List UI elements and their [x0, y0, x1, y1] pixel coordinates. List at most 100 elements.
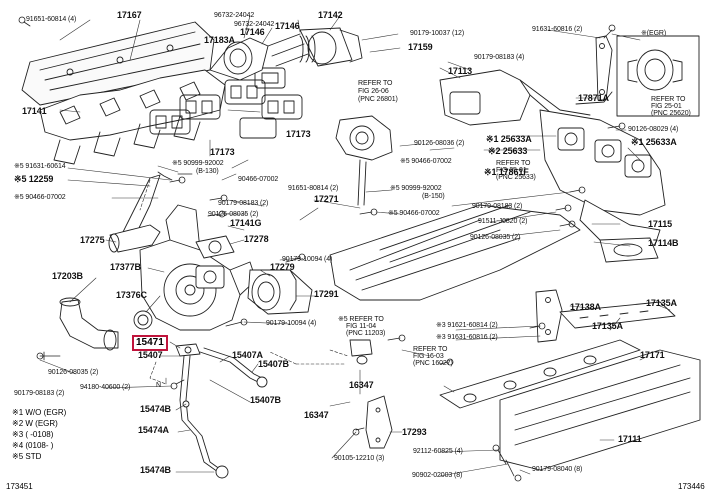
label-refer-25-b[interactable]: FIG 25-01	[651, 103, 682, 110]
label-3-91621-60814[interactable]: ※3 91621-60814 (2)	[436, 322, 498, 329]
label-17146-a[interactable]: 17146	[240, 27, 265, 37]
label-91651-60814[interactable]: 91651-60814 (4)	[26, 16, 77, 23]
label-17111[interactable]: 17111	[618, 434, 642, 444]
label-17278[interactable]: 17278	[244, 234, 269, 244]
label-5-90999-92002-b[interactable]: ※5 90999-92002	[390, 185, 442, 192]
label-b150[interactable]: (B-150)	[422, 193, 445, 200]
label-17113[interactable]: 17113	[448, 66, 473, 76]
label-refer-11-c[interactable]: (PNC 11203)	[346, 330, 386, 337]
legend-item-1: ※1 W/O (EGR)	[12, 408, 67, 417]
label-90126-08035-a[interactable]: 90126-08035 (2)	[208, 211, 259, 218]
label-17115[interactable]: 17115	[648, 219, 673, 229]
label-15407b-b[interactable]: 15407B	[250, 395, 281, 405]
label-5-90466-07002-c[interactable]: ※5 90466-07002	[400, 158, 452, 165]
label-17377b[interactable]: 17377B	[110, 262, 141, 272]
label-15407[interactable]: 15407	[138, 350, 163, 360]
label-17271[interactable]: 17271	[314, 194, 339, 204]
label-17167[interactable]: 17167	[117, 10, 142, 20]
label-90179-08183-4[interactable]: 90179-08183 (4)	[474, 54, 525, 61]
label-17173-a[interactable]: 17173	[286, 129, 311, 139]
highlighted-part-15471[interactable]: 15471	[132, 335, 168, 351]
bracket-17293	[365, 395, 393, 449]
label-17293[interactable]: 17293	[402, 427, 427, 437]
label-refer-16-a[interactable]: REFER TO	[413, 346, 448, 353]
label-17159[interactable]: 17159	[408, 42, 433, 52]
label-17275[interactable]: 17275	[80, 235, 105, 245]
label-91651-80814[interactable]: 91651-80814 (2)	[288, 185, 339, 192]
label-refer-26-c[interactable]: (PNC 26801)	[358, 96, 398, 103]
label-17135a-b[interactable]: 17135A	[592, 321, 623, 331]
label-refer-25-c[interactable]: (PNC 25620)	[651, 110, 691, 117]
label-17171[interactable]: 17171	[640, 350, 665, 360]
label-refer-11-a[interactable]: ※5 REFER TO	[338, 316, 384, 323]
label-n[interactable]: N	[156, 382, 161, 389]
egr-pipe-17113	[439, 69, 596, 129]
label-90179-08183-2-a[interactable]: 90179-08183 (2)	[218, 200, 269, 207]
label-17138a[interactable]: 17138A	[570, 302, 601, 312]
label-2-25633[interactable]: ※2 25633	[488, 146, 528, 156]
label-90902-02003[interactable]: 90902-02003 (8)	[412, 472, 463, 479]
label-90179-10094-b[interactable]: 90179-10094 (4)	[266, 320, 317, 327]
label-17114b[interactable]: 17114B	[648, 238, 679, 248]
label-91631-60816[interactable]: 91631-60816 (2)	[532, 26, 583, 33]
label-16347-a[interactable]: 16347	[349, 380, 374, 390]
label-17173-b[interactable]: 17173	[210, 147, 235, 157]
legend-item-5: ※5 STD	[12, 452, 42, 461]
label-90466-07002-a[interactable]: 90466-07002	[238, 176, 279, 183]
label-3-91631-60816[interactable]: ※3 91631-60816 (2)	[436, 334, 498, 341]
label-17279[interactable]: 17279	[270, 262, 295, 272]
label-91511-j0820[interactable]: 91511-J0820 (2)	[478, 218, 528, 225]
label-17146-b[interactable]: 17146	[275, 21, 300, 31]
label-96732-24042-b[interactable]: 96732-24042	[234, 21, 275, 28]
label-17141[interactable]: 17141	[22, 106, 47, 116]
label-5-91631-60614[interactable]: ※5 91631-60614	[14, 163, 66, 170]
heat-insulator-17167	[21, 21, 215, 106]
label-refer-25-a[interactable]: REFER TO	[651, 96, 686, 103]
label-90179-08040[interactable]: 90179-08040 (8)	[532, 466, 583, 473]
label-1-25633a[interactable]: ※1 25633A	[486, 134, 532, 144]
label-17135a-a[interactable]: 17135A	[646, 298, 677, 308]
label-17871a[interactable]: 17871A	[578, 93, 609, 103]
label-92112-60825[interactable]: 92112-60825 (4)	[413, 448, 463, 455]
label-refer-26-a[interactable]: REFER TO	[358, 80, 393, 87]
label-15474b-b[interactable]: 15474B	[140, 465, 171, 475]
label-17183a[interactable]: 17183A	[204, 35, 235, 45]
label-90105-12210[interactable]: 90105-12210 (3)	[334, 455, 385, 462]
label-17291[interactable]: 17291	[314, 289, 339, 299]
label-90126-08035-c[interactable]: 90126-08035 (2)	[48, 369, 99, 376]
label-egr[interactable]: ※(EGR)	[641, 30, 667, 37]
label-90179-08183-2-c[interactable]: 90179-08183 (2)	[14, 390, 65, 397]
label-17142[interactable]: 17142	[318, 10, 343, 20]
label-90179-10037[interactable]: 90179-10037 (12)	[410, 30, 465, 37]
label-refer-16-c[interactable]: (PNC 16027)	[413, 360, 453, 367]
label-refer-25633-c[interactable]: (PNC 25633)	[496, 174, 536, 181]
label-16347-b[interactable]: 16347	[304, 410, 329, 420]
label-15474b-a[interactable]: 15474B	[140, 404, 171, 414]
label-96732-24042-a[interactable]: 96732-24042	[214, 12, 255, 19]
label-5-90999-92002-a[interactable]: ※5 90999-92002	[172, 160, 224, 167]
label-90179-08183-2-b[interactable]: 90179-08183 (2)	[472, 203, 523, 210]
label-94180-40600[interactable]: 94180-40600 (2)	[80, 384, 131, 391]
label-5-90466-07002-d[interactable]: ※5 90466-07002	[388, 210, 440, 217]
label-15474a[interactable]: 15474A	[138, 425, 169, 435]
label-17203b[interactable]: 17203B	[52, 271, 83, 281]
label-refer-16-b[interactable]: FIG 16-03	[413, 353, 444, 360]
label-refer-25633-a[interactable]: REFER TO	[496, 160, 531, 167]
label-refer-11-b[interactable]: FIG 11-04	[346, 323, 377, 330]
label-5-90466-07002-b[interactable]: ※5 90466-07002	[14, 194, 66, 201]
label-90126-08036[interactable]: 90126-08036 (2)	[414, 140, 465, 147]
label-b130[interactable]: (B-130)	[196, 168, 219, 175]
label-90126-08029[interactable]: 90126-08029 (4)	[628, 126, 679, 133]
label-5-12259[interactable]: ※5 12259	[14, 174, 54, 184]
label-90179-10094-a[interactable]: 90179-10094 (4)	[282, 256, 333, 263]
label-refer-26-b[interactable]: FIG 26-06	[358, 88, 389, 95]
label-90126-08035-b[interactable]: 90126-08035 (2)	[470, 234, 521, 241]
label-15407b-a[interactable]: 15407B	[258, 359, 289, 369]
label-1-25633a-b[interactable]: ※1 25633A	[631, 137, 677, 147]
label-refer-25633-b[interactable]: FIG 25-01	[496, 167, 527, 174]
label-17376c[interactable]: 17376C	[116, 290, 147, 300]
intake-manifold-17111	[499, 349, 701, 471]
label-15407a[interactable]: 15407A	[232, 350, 263, 360]
label-17141g[interactable]: 17141G	[230, 218, 262, 228]
label-1-17861f[interactable]: ※1 17861F	[484, 167, 529, 177]
